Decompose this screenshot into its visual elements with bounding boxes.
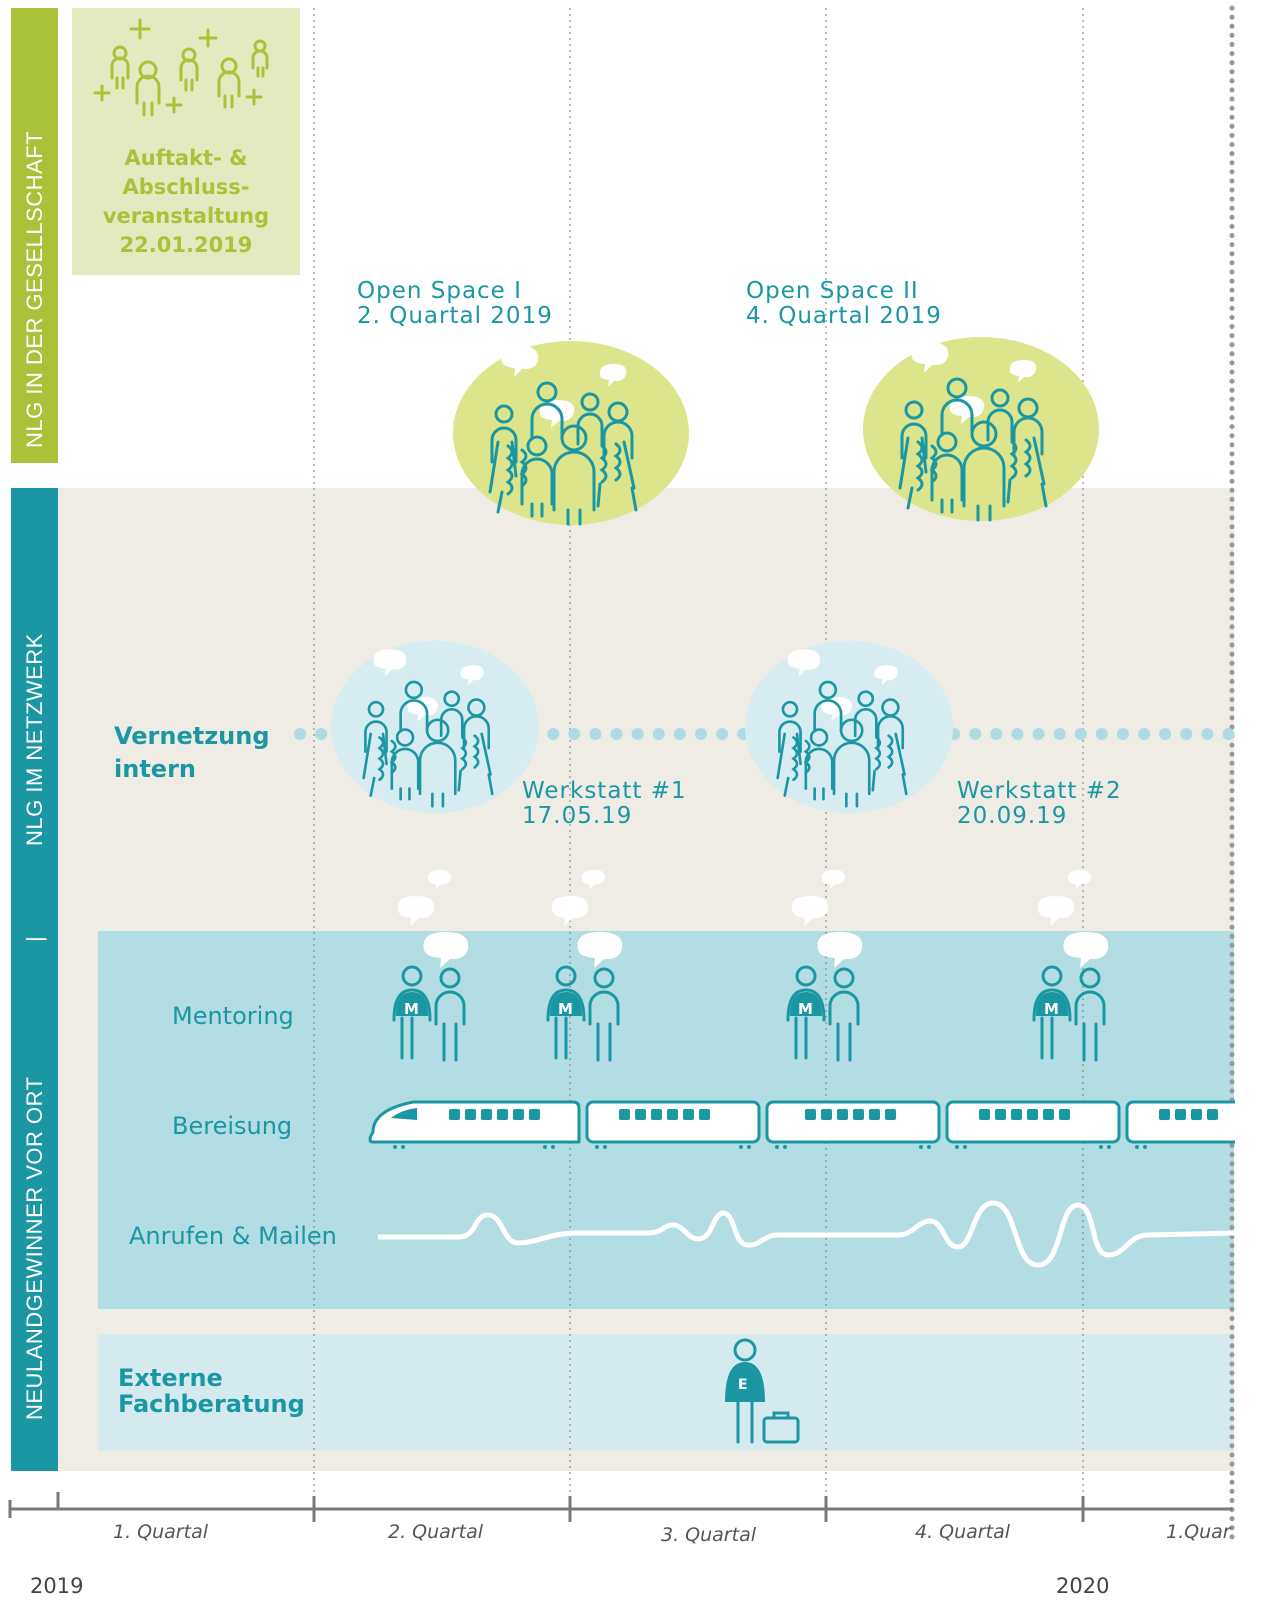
quarter-label-q3: 3. Quartal	[661, 1524, 756, 1546]
open-space-2-date: 4. Quartal 2019	[746, 303, 942, 329]
year-start: 2019	[30, 1574, 84, 1598]
werkstatt-1-title: Werkstatt #1	[522, 778, 687, 804]
group-discussion-icon	[331, 640, 539, 814]
anrufen-label: Anrufen & Mailen	[129, 1222, 337, 1250]
werkstatt-2-bubble	[744, 630, 954, 815]
vernetzung-line1: Vernetzung	[114, 722, 270, 750]
mentor-badge: M	[1044, 1000, 1059, 1018]
externe-line1: Externe	[118, 1364, 223, 1392]
timeline-axis	[8, 1492, 1232, 1522]
kickoff-line2: Abschluss-	[122, 175, 250, 199]
people-plus-icon	[93, 18, 269, 117]
mentor-badge: M	[798, 1000, 813, 1018]
vernetzung-line2: intern	[114, 755, 196, 783]
quarter-label-q1-next: 1.Quar	[1166, 1521, 1231, 1543]
werkstatt-1-bubble	[330, 630, 540, 815]
call-activity-wave	[378, 1200, 1238, 1268]
quarter-label-q4: 4. Quartal	[915, 1521, 1010, 1543]
werkstatt-2-label: Werkstatt #2 20.09.19	[957, 779, 1122, 829]
vernetzung-label: Vernetzung intern	[114, 720, 270, 786]
externe-band	[98, 1334, 1234, 1451]
mentoring-label: Mentoring	[172, 1002, 294, 1030]
mentor-pair-icon	[1032, 868, 1110, 1062]
external-expert-icon	[725, 1338, 800, 1444]
werkstatt-1-label: Werkstatt #1 17.05.19	[522, 779, 687, 829]
open-space-1-title: Open Space I	[357, 278, 522, 304]
group-discussion-icon	[745, 640, 953, 814]
werkstatt-1-date: 17.05.19	[522, 803, 633, 829]
open-space-1-bubble	[452, 338, 690, 528]
externe-line2: Fachberatung	[118, 1390, 305, 1418]
sidebar-society: NLG IN DER GESELLSCHAFT	[11, 8, 58, 463]
externe-label: Externe Fachberatung	[118, 1365, 305, 1417]
open-space-2-title: Open Space II	[746, 278, 919, 304]
quarter-label-q1: 1. Quartal	[113, 1521, 208, 1543]
werkstatt-2-title: Werkstatt #2	[957, 778, 1122, 804]
kickoff-line3: veranstaltung	[102, 204, 270, 228]
group-discussion-icon	[453, 341, 689, 526]
mentor-pair-icon	[546, 868, 624, 1062]
mentor-pair-icon	[786, 868, 864, 1062]
mentor-badge: M	[558, 1000, 573, 1018]
mentor-pair-icon	[392, 868, 470, 1062]
mentor-badge: M	[404, 1000, 419, 1018]
open-space-2-bubble	[862, 334, 1100, 524]
open-space-1-label: Open Space I 2. Quartal 2019	[357, 279, 553, 329]
group-discussion-icon	[863, 337, 1099, 522]
sidebar-network-local: NLG IM NETZWERK | NEULANDGEWINNER VOR OR…	[11, 488, 58, 1471]
open-space-1-date: 2. Quartal 2019	[357, 303, 553, 329]
year-end: 2020	[1056, 1574, 1110, 1598]
kickoff-box: Auftakt- & Abschluss- veranstaltung 22.0…	[72, 8, 300, 275]
open-space-2-label: Open Space II 4. Quartal 2019	[746, 279, 942, 329]
expert-badge: E	[738, 1377, 748, 1393]
kickoff-text: Auftakt- & Abschluss- veranstaltung 22.0…	[72, 144, 300, 260]
train-icon	[368, 1100, 1235, 1149]
werkstatt-2-date: 20.09.19	[957, 803, 1068, 829]
quarter-label-q2: 2. Quartal	[388, 1521, 483, 1543]
kickoff-line1: Auftakt- &	[124, 146, 248, 170]
bereisung-label: Bereisung	[172, 1112, 293, 1140]
kickoff-date: 22.01.2019	[119, 233, 253, 257]
